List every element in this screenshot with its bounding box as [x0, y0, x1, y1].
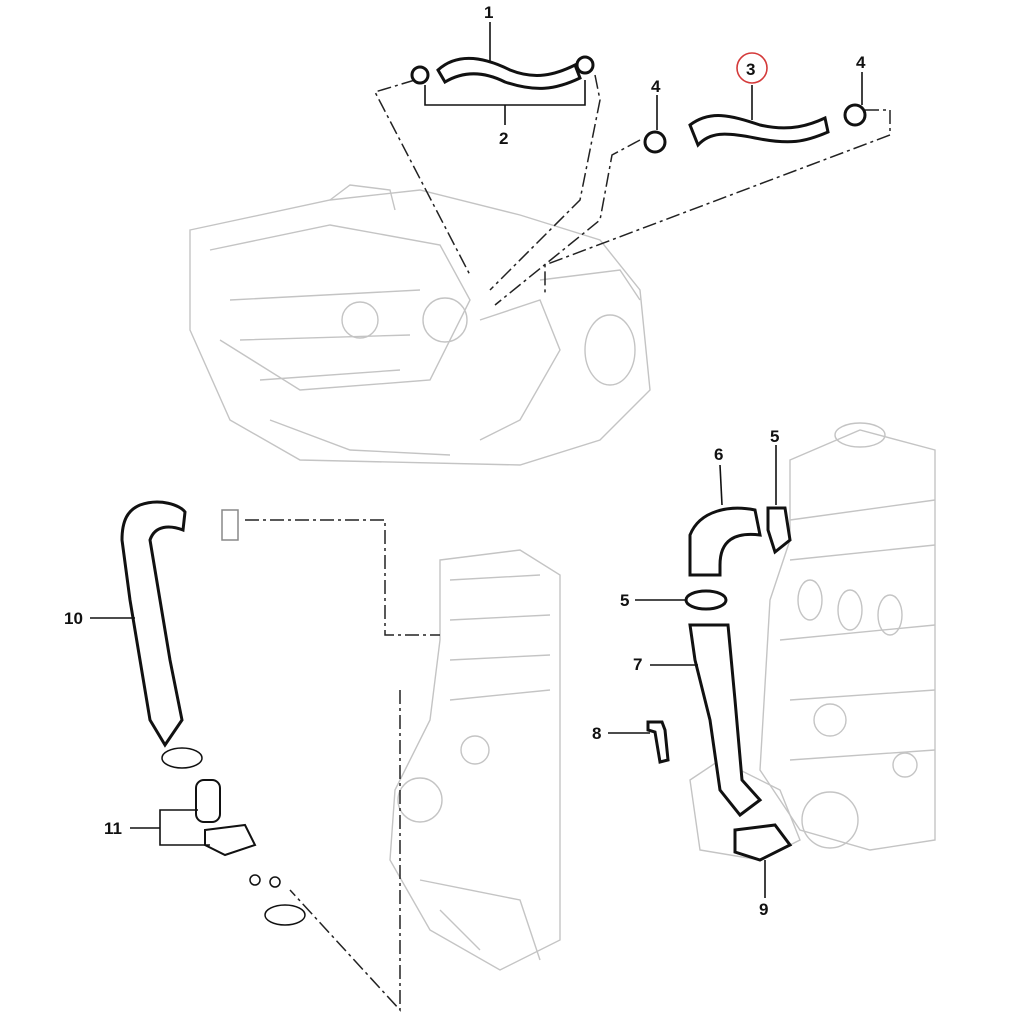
clamp-part-5-upper — [766, 506, 792, 555]
seal-ring — [161, 747, 203, 769]
gasket-part-9 — [733, 823, 793, 862]
hose-part-10 — [120, 500, 187, 748]
callout-5-lower: 5 — [620, 591, 629, 610]
connector-part-10 — [221, 509, 239, 541]
callout-11: 11 — [104, 819, 122, 838]
callout-4-left: 4 — [651, 77, 661, 96]
plug-small — [249, 874, 261, 886]
gasket-lower — [264, 904, 306, 926]
callout-7: 7 — [633, 655, 642, 674]
callout-2: 2 — [499, 129, 508, 148]
pipe-part-11 — [195, 779, 221, 823]
callout-4-right: 4 — [856, 53, 866, 72]
callout-leaders — [90, 22, 863, 898]
callout-3-highlight-ring — [736, 52, 768, 84]
callout-5-upper: 5 — [770, 427, 779, 446]
callout-3: 3 — [746, 60, 755, 79]
callout-9: 9 — [759, 900, 768, 919]
hose-part-1 — [410, 55, 595, 90]
hose-part-3 — [643, 103, 867, 154]
pipe-part-7 — [688, 623, 763, 818]
callout-10: 10 — [64, 609, 83, 628]
callout-6: 6 — [714, 445, 723, 464]
assembly-leaders — [245, 74, 891, 1012]
clamp-part-5-lower — [684, 589, 728, 611]
plug-small — [269, 876, 281, 888]
bolt-part-8 — [646, 720, 670, 764]
callout-1: 1 — [484, 3, 493, 22]
callout-8: 8 — [592, 724, 601, 743]
engine-middle-sketch — [389, 549, 561, 971]
engine-top-sketch — [189, 184, 651, 466]
hose-part-6 — [688, 506, 762, 577]
flange-part-11 — [204, 823, 257, 857]
